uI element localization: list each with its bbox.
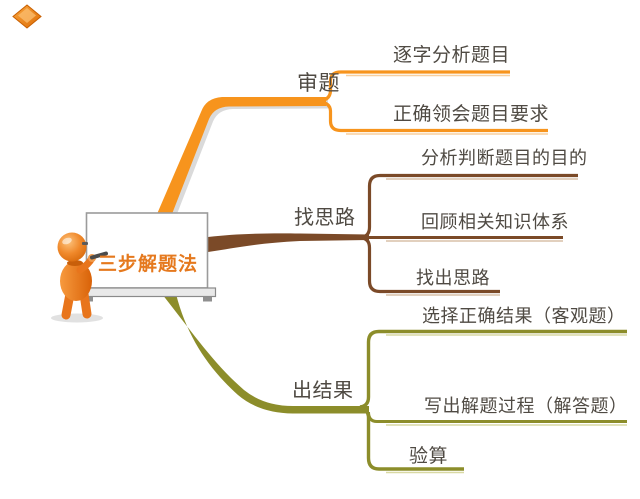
branch1-trunk-line	[157, 97, 326, 214]
subtopic-analyze-word-by-word[interactable]: 逐字分析题目	[393, 45, 511, 66]
central-topic-title[interactable]: 三步解题法	[97, 254, 198, 275]
subtopic-review-knowledge[interactable]: 回顾相关知识体系	[421, 212, 569, 232]
figure-marker-pen-icon	[90, 251, 108, 260]
logo-diamond-highlight	[18, 8, 36, 23]
branch-topic-chu-jie-guo[interactable]: 出结果	[292, 380, 354, 402]
figure-head	[57, 232, 87, 262]
subtopic-choose-correct-result[interactable]: 选择正确结果（客观题）	[422, 306, 626, 326]
figure-glasses-icon	[82, 242, 88, 245]
subtopic-judge-purpose[interactable]: 分析判断题目的目的	[421, 148, 588, 168]
branch2-trunk-line	[208, 233, 369, 252]
subtopic-find-idea[interactable]: 找出思路	[416, 268, 490, 288]
whiteboard-tray	[78, 287, 217, 298]
subtopic-verify[interactable]: 验算	[409, 446, 449, 467]
figure-head-highlight	[62, 237, 72, 245]
subtopic-understand-requirements[interactable]: 正确领会题目要求	[393, 104, 550, 125]
figure-ground-shadow	[51, 313, 103, 323]
presenter-figure	[51, 232, 108, 323]
branch2-child3-connector	[361, 236, 500, 294]
branch1-child1-connector	[317, 70, 510, 103]
figure-neck-shadow	[67, 260, 83, 266]
subtopic-write-solution-process[interactable]: 写出解题过程（解答题）	[424, 396, 628, 416]
branch3-trunk-line	[162, 294, 369, 414]
whiteboard-tray-foot-right	[203, 296, 212, 302]
branch3-child1-connector	[359, 329, 627, 409]
branch-topic-zhao-si-lu[interactable]: 找思路	[294, 207, 356, 229]
branch-topic-shen-ti[interactable]: 审题	[297, 71, 340, 95]
branch3-child3-connector	[359, 406, 464, 471]
branch2-child1-connector	[361, 173, 578, 239]
branch1-child2-connector	[317, 100, 548, 133]
